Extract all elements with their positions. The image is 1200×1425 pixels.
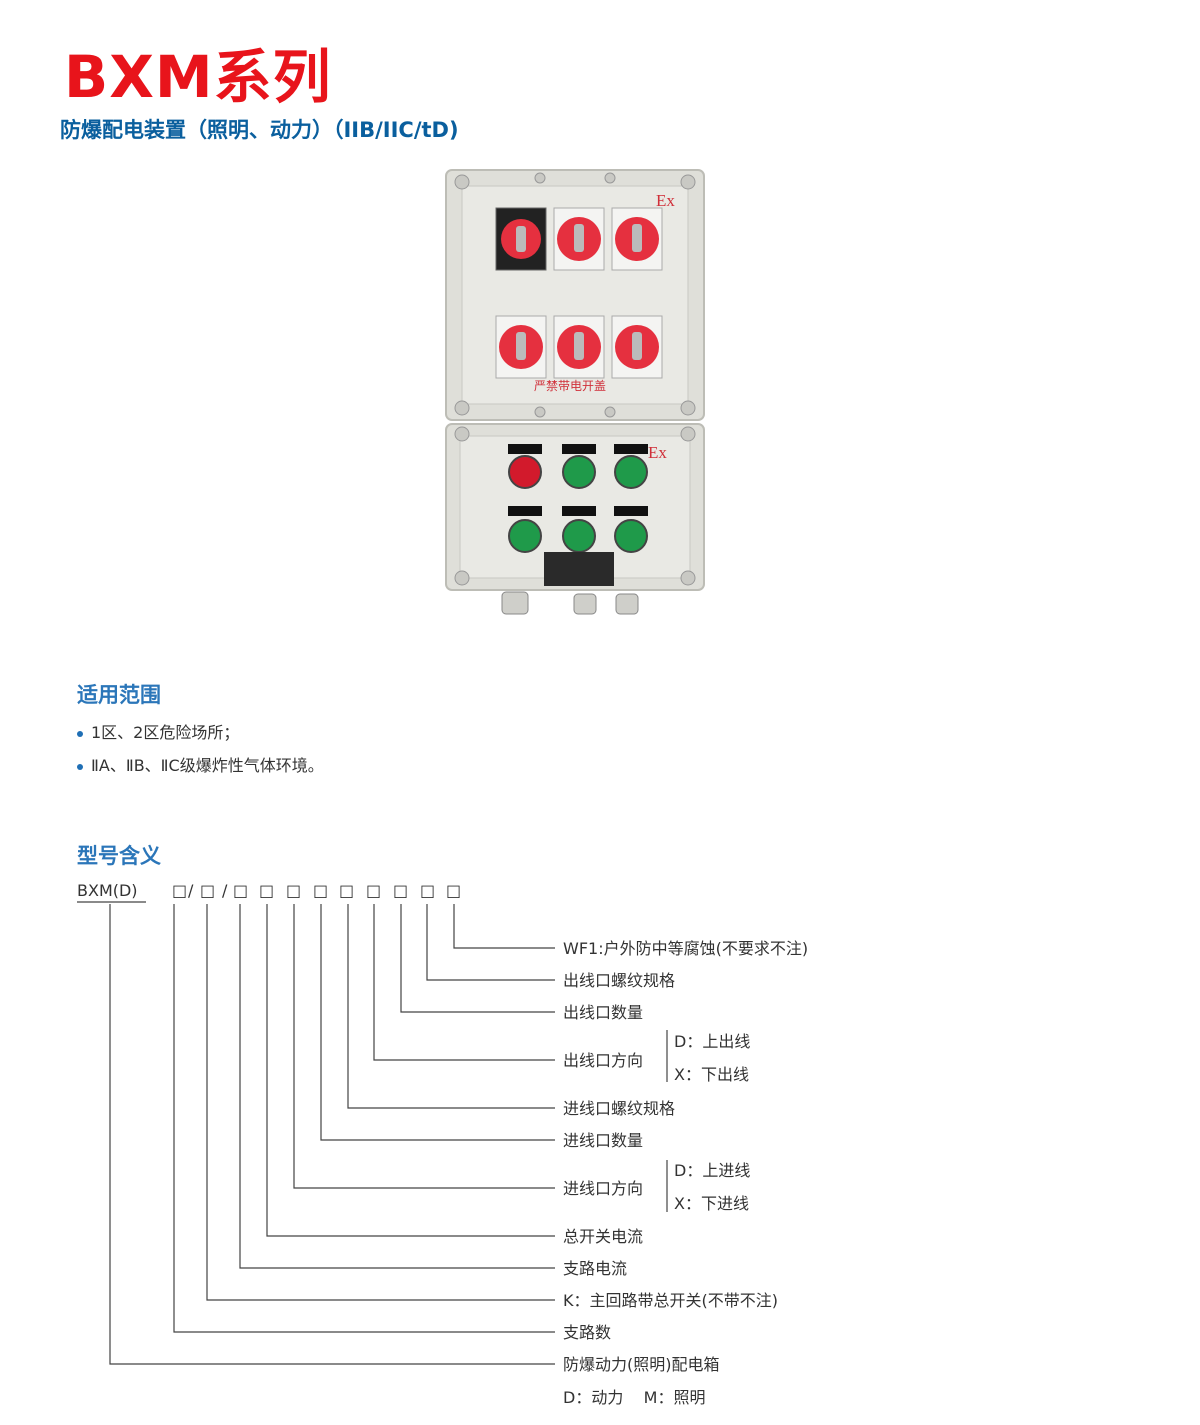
label-in-dir: 进线口方向 — [563, 1179, 643, 1198]
code-slot: □ — [259, 881, 274, 900]
label-out-thread: 出线口螺纹规格 — [563, 971, 675, 990]
label-in-thread: 进线口螺纹规格 — [563, 1099, 675, 1118]
page-title: BXM系列 — [64, 43, 332, 111]
product-photo: Ex 严禁带电开盖 Ex — [445, 169, 705, 615]
label-in-count: 进线口数量 — [563, 1131, 643, 1150]
scope-heading: 适用范围 — [77, 683, 161, 707]
code-slot: □ — [446, 881, 461, 900]
scope-item-2: ⅡA、ⅡB、ⅡC级爆炸性气体环境。 — [77, 752, 324, 776]
upper-warning: 严禁带电开盖 — [534, 379, 606, 393]
code-slot: □ — [339, 881, 354, 900]
lower-enclosure: Ex — [445, 423, 705, 615]
bullet-icon — [77, 763, 83, 770]
label-wf1: WF1:户外防中等腐蚀(不要求不注) — [563, 939, 808, 958]
label-main-switch: K：主回路带总开关(不带不注) — [563, 1291, 778, 1310]
upper-enclosure: Ex 严禁带电开盖 — [445, 169, 705, 421]
tree-lines — [109, 904, 668, 1365]
label-type-note: D：动力 M：照明 — [563, 1388, 705, 1407]
model-code: BXM(D) — [77, 881, 138, 900]
code-slot: □ — [172, 881, 187, 900]
code-slot: □ — [200, 881, 215, 900]
page-subtitle: 防爆配电装置（照明、动力）（IIB/IIC/tD) — [60, 118, 459, 142]
model-code-diagram: BXM(D) □/□/□□□□□□□□□ WF1:户外防中等腐蚀(不要求不注) … — [77, 881, 808, 1407]
label-main-current: 总开关电流 — [563, 1227, 643, 1246]
code-slot: □ — [420, 881, 435, 900]
label-branch-count: 支路数 — [563, 1323, 611, 1342]
scope-item-1: 1区、2区危险场所； — [77, 719, 239, 743]
code-slot: □ — [233, 881, 248, 900]
upper-ex-mark: Ex — [656, 191, 675, 210]
label-out-dir: 出线口方向 — [563, 1051, 643, 1070]
code-slot: □ — [313, 881, 328, 900]
out-dir-option-d: D：上出线 — [674, 1032, 750, 1051]
code-slot: □ — [286, 881, 301, 900]
code-separator: / — [222, 881, 228, 900]
lower-ex-mark: Ex — [648, 443, 667, 462]
model-heading: 型号含义 — [77, 844, 161, 868]
code-slot: □ — [366, 881, 381, 900]
out-dir-option-x: X：下出线 — [674, 1065, 749, 1084]
label-box-type: 防爆动力(照明)配电箱 — [563, 1355, 720, 1374]
code-slot: □ — [393, 881, 408, 900]
label-out-count: 出线口数量 — [563, 1003, 643, 1022]
label-branch-current: 支路电流 — [563, 1259, 627, 1278]
code-separator: / — [188, 881, 194, 900]
bullet-icon — [77, 730, 83, 737]
in-dir-option-d: D：上进线 — [674, 1161, 750, 1180]
in-dir-option-x: X：下进线 — [674, 1194, 749, 1213]
code-slots: □/□/□□□□□□□□□ — [172, 881, 461, 900]
